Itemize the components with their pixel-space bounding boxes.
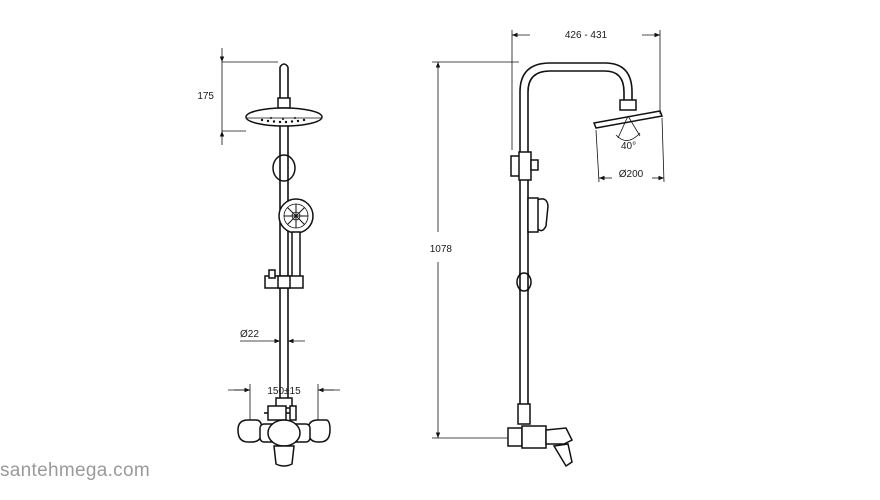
dim-angle-label: 40° bbox=[621, 141, 636, 152]
dim-pipe-diameter-label: Ø22 bbox=[240, 329, 259, 340]
dim-head-diameter-label: Ø200 bbox=[619, 169, 644, 180]
dim-175: 175 bbox=[197, 48, 278, 145]
side-riser-arm bbox=[519, 62, 633, 410]
dim-arm-reach-label: 426 - 431 bbox=[565, 30, 608, 41]
front-hand-shower bbox=[278, 198, 314, 279]
front-slider-ball bbox=[272, 154, 296, 182]
dim-total-height: 1078 bbox=[430, 61, 519, 439]
dim-total-height-label: 1078 bbox=[430, 244, 453, 255]
side-hand-shower bbox=[527, 197, 549, 233]
dim-inlet-spacing-label: 150±15 bbox=[267, 386, 301, 397]
side-upper-knob bbox=[510, 151, 539, 181]
side-view: 40° Ø200 bbox=[430, 30, 665, 468]
front-overhead-shower-head bbox=[245, 97, 323, 127]
side-slider bbox=[516, 272, 532, 292]
dim-inlet-spacing: 150±15 bbox=[228, 384, 340, 420]
side-shower-head: 40° bbox=[592, 99, 664, 152]
side-mixer bbox=[507, 403, 574, 468]
watermark-text: santehmega.com bbox=[0, 460, 150, 481]
front-mixer-body bbox=[237, 397, 331, 467]
front-holder-bracket bbox=[264, 269, 304, 289]
dim-175-label: 175 bbox=[197, 91, 214, 102]
dim-arm-reach: 426 - 431 bbox=[511, 30, 661, 150]
dim-pipe-diameter: Ø22 bbox=[240, 329, 305, 344]
front-view: 175 Ø22 150±15 bbox=[197, 48, 340, 467]
dim-head-diameter: Ø200 bbox=[595, 117, 665, 183]
